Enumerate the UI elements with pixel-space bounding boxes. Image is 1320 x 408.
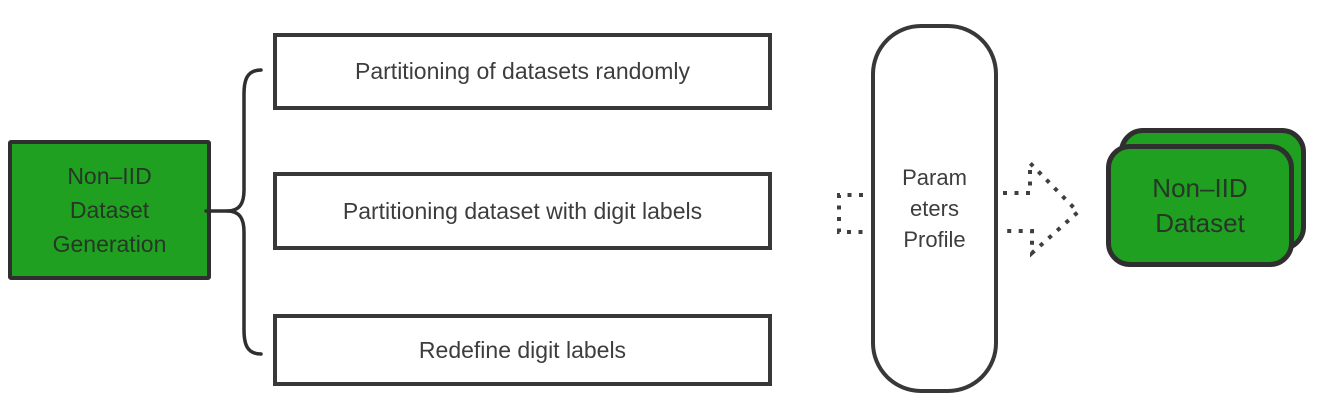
output-box-front: Non–IID Dataset [1106,144,1294,267]
curly-brace-icon [226,68,263,356]
dotted-arrow-in-icon [837,193,863,234]
method-box-redefine-labels: Redefine digit labels [273,314,772,386]
method-box-random-partitioning: Partitioning of datasets randomly [273,33,772,110]
output-box-line1: Non–IID [1152,172,1248,203]
parameters-profile-pill: Param eters Profile [871,24,998,393]
method-label: Partitioning dataset with digit labels [342,197,703,224]
profile-pill-line1: Param [902,165,967,190]
method-label: Partitioning of datasets randomly [355,58,690,84]
profile-pill-line2: eters [910,196,959,221]
method-label: Redefine digit labels [418,336,627,363]
profile-pill-line3: Profile [903,227,966,252]
generator-box-line2: Dataset [69,197,150,223]
output-box-line2: Dataset [1155,207,1245,238]
dotted-arrow-out-icon [1003,158,1081,258]
generator-box-line1: Non–IID [67,163,152,189]
generator-box: Non–IID Dataset Generation [8,140,211,280]
method-box-digit-label-partitioning: Partitioning dataset with digit labels [273,172,772,250]
generator-box-line3: Generation [52,231,167,257]
